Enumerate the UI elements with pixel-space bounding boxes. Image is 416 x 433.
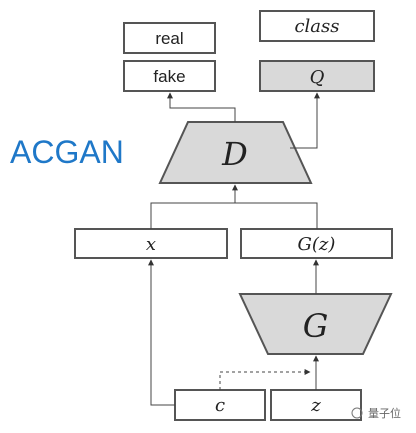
x-input-box: x (74, 228, 228, 259)
generator-block: G (238, 293, 393, 355)
diagram-title: ACGAN (10, 134, 124, 170)
x-label: x (146, 234, 156, 255)
c-label: c (215, 395, 225, 416)
c-input-box: c (174, 389, 266, 421)
real-output-box: real (123, 22, 216, 54)
gz-output-box: G(z) (240, 228, 393, 259)
connector-c-to-g-dashed (219, 369, 311, 390)
connector-x-to-d (150, 202, 318, 229)
class-output-box: class (259, 10, 375, 42)
watermark-text: 量子位 (368, 406, 401, 420)
q-network-box: Q (259, 60, 375, 92)
gz-label: G(z) (298, 234, 336, 255)
z-label: z (310, 395, 321, 416)
fake-label: fake (153, 67, 185, 86)
fake-output-box: fake (123, 60, 216, 92)
connector-d-to-q (290, 92, 320, 149)
class-label: class (294, 16, 339, 37)
real-label: real (155, 29, 183, 48)
watermark: 量子位 (351, 406, 401, 420)
d-label: D (221, 135, 248, 173)
connector-d-to-fake (167, 92, 236, 122)
g-label: G (303, 307, 329, 345)
connector-c-to-x (148, 259, 175, 406)
z-input-box: z (270, 389, 362, 421)
discriminator-block: D (158, 121, 313, 184)
q-label: Q (310, 67, 325, 88)
